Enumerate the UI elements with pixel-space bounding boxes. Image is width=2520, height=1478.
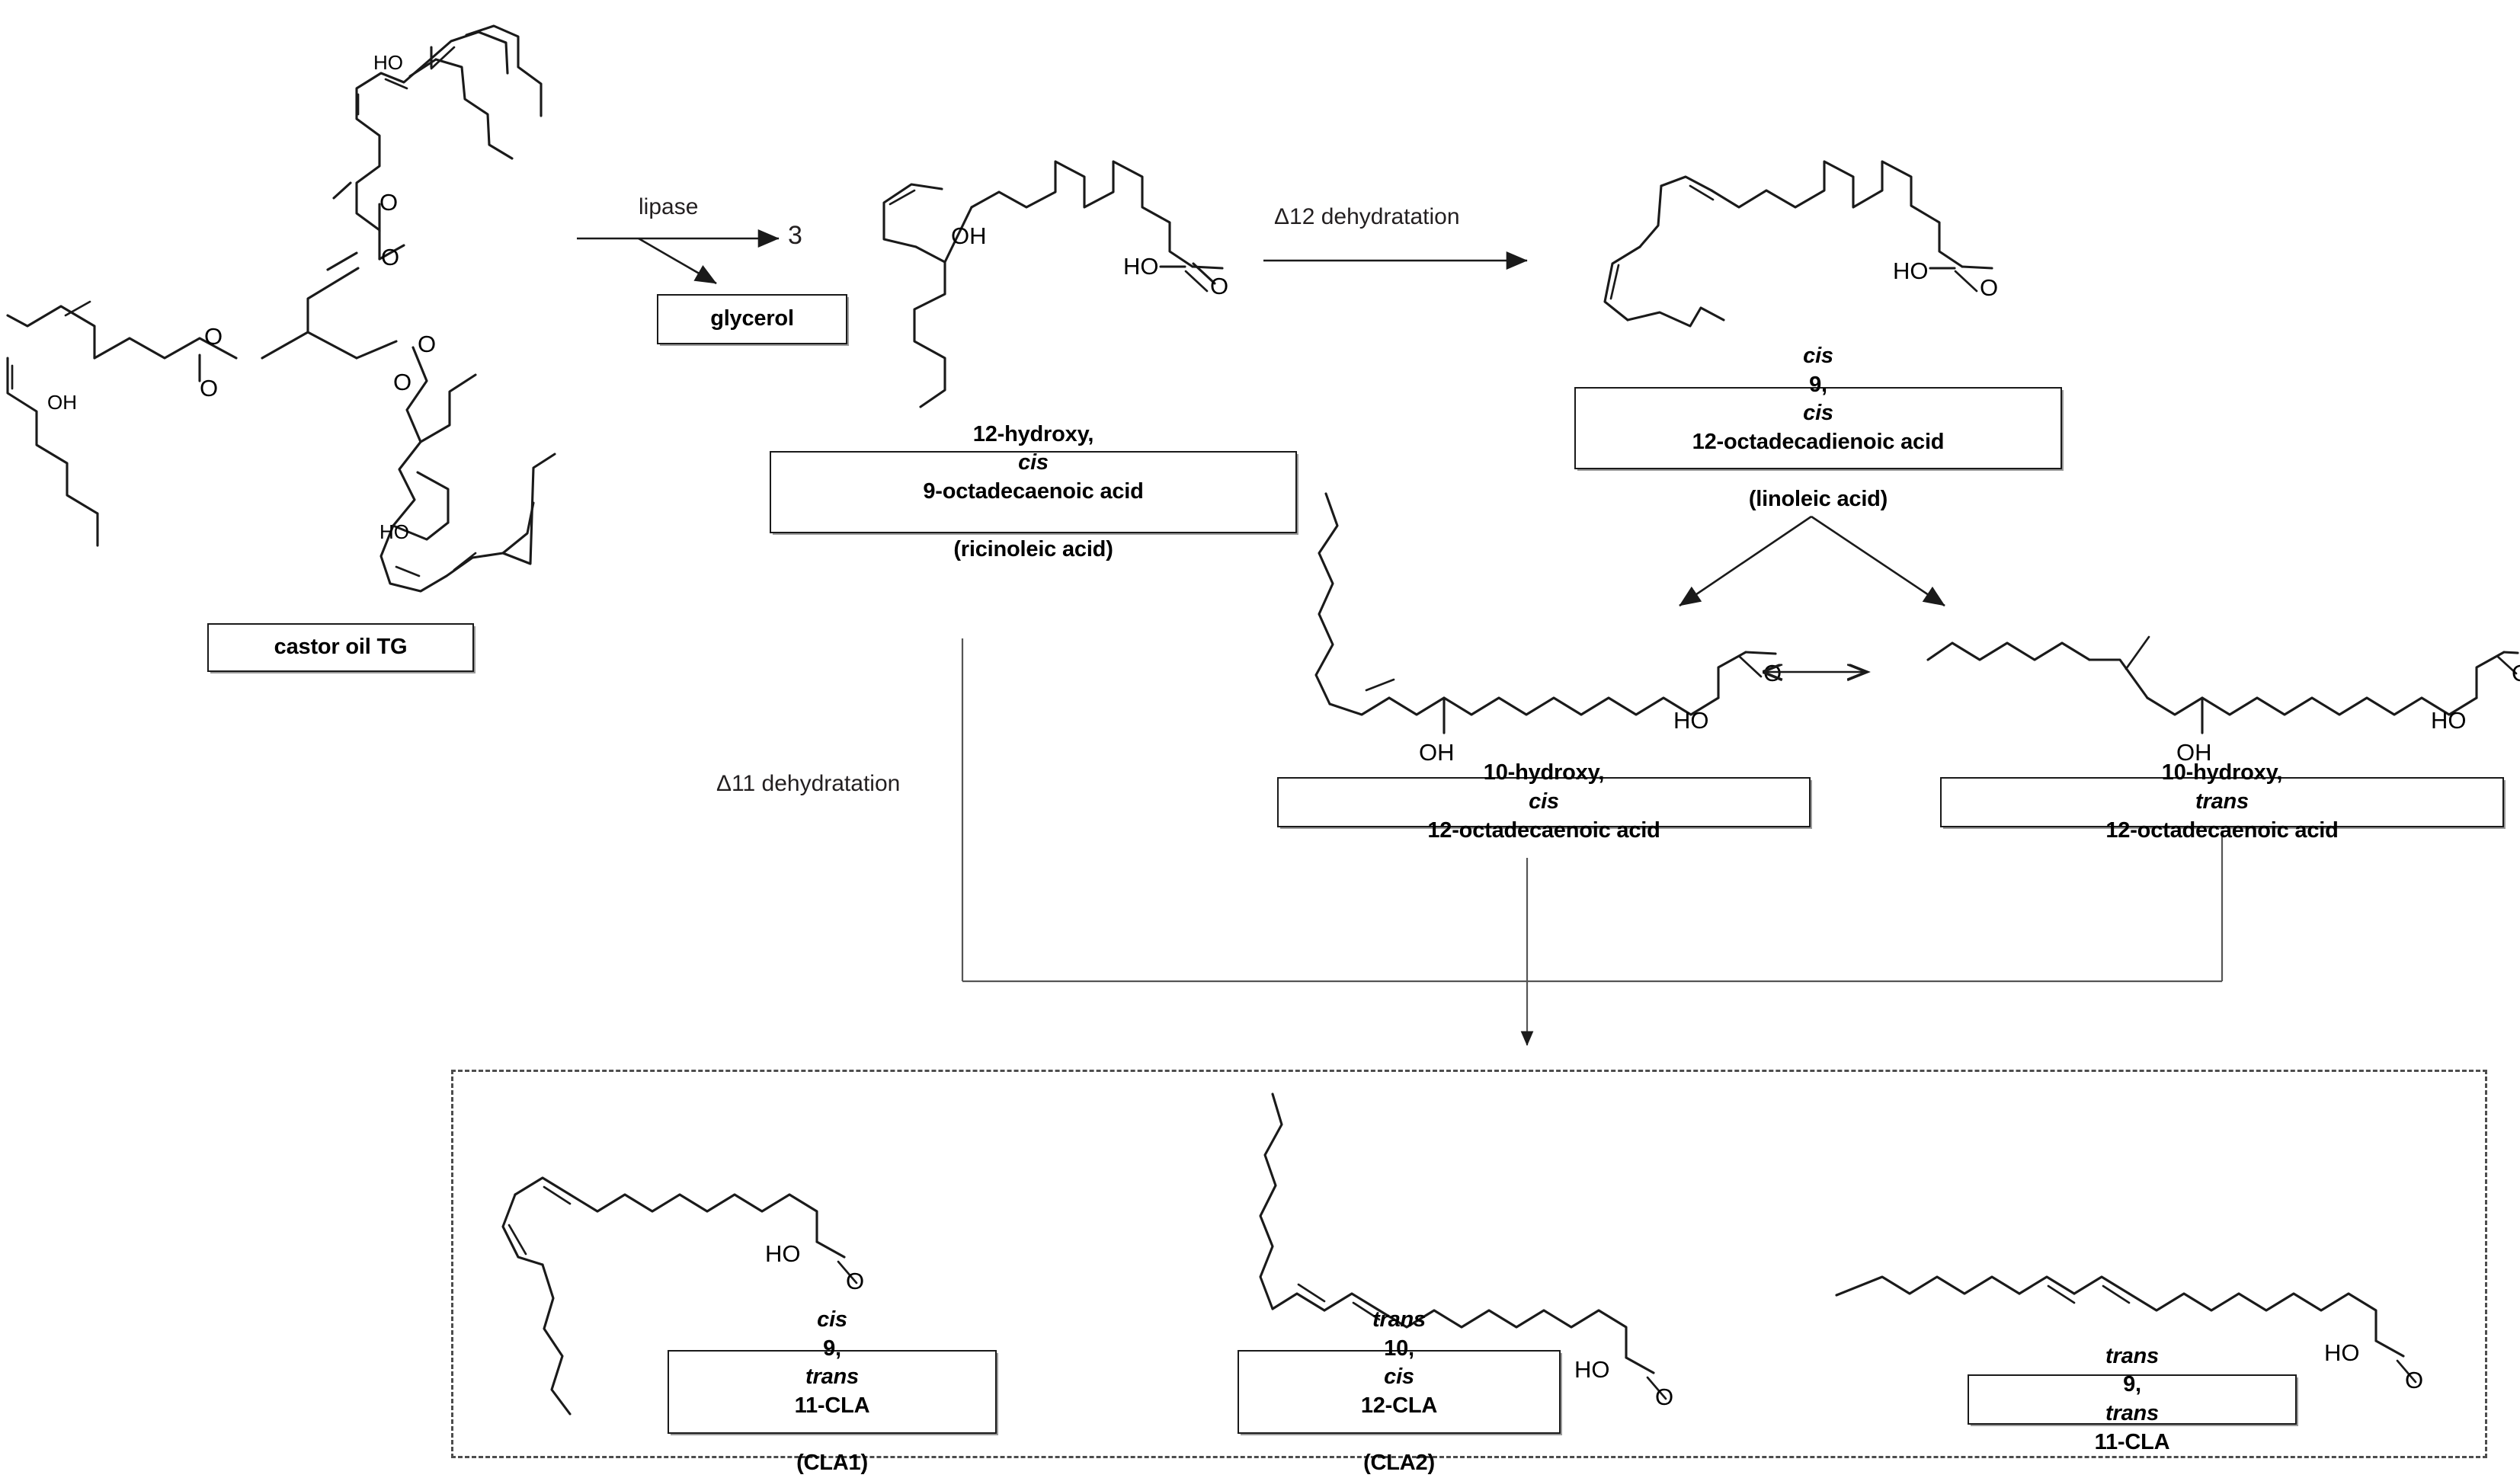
- molecule-linoleic-acid: HO O: [1603, 160, 1998, 328]
- box-linoleic-acid: cis 9, cis 12-octadecadienoic acid (lino…: [1574, 344, 2062, 511]
- cla-products-dashed-region: [451, 1070, 2487, 1458]
- ricinoleic-line2: (ricinoleic acid): [953, 536, 1113, 561]
- cla2-b: 12-CLA: [1360, 1393, 1438, 1418]
- ricinoleic-line1-b: 9-octadecaenoic acid: [923, 479, 1144, 504]
- cla2-italic1: trans: [1372, 1307, 1426, 1332]
- hydroxyl-label-10-trans: OH: [2176, 739, 2212, 766]
- ester-oxygen-3: O: [418, 331, 436, 357]
- carboxyl-ho-cla2: HO: [1574, 1356, 1610, 1383]
- linoleic-line2: (linoleic acid): [1748, 487, 1888, 512]
- linoleic-line1-a: 9,: [1809, 372, 1827, 397]
- carboxyl-o-ricinoleic: O: [1210, 273, 1228, 299]
- hydroxy-trans-italic: trans: [2195, 789, 2249, 814]
- box-ricinoleic-acid: 12-hydroxy, cis 9-octadecaenoic acid (ri…: [770, 422, 1297, 561]
- carboxyl-ho-10-trans: HO: [2431, 707, 2467, 734]
- hydroxy-cis-italic: cis: [1529, 789, 1559, 814]
- box-cla2: trans 10, cis 12-CLA (CLA2): [1238, 1307, 1561, 1475]
- cla1-b: 11-CLA: [794, 1393, 870, 1418]
- carboxyl-ho-10-cis: HO: [1673, 707, 1709, 734]
- linoleic-line1-italic2: cis: [1803, 401, 1833, 426]
- cla3-a: 9,: [2123, 1372, 2141, 1397]
- carboxyl-o-10-trans: O: [2512, 660, 2520, 686]
- cla1-italic2: trans: [805, 1364, 859, 1390]
- carboxyl-o-cla2: O: [1655, 1384, 1673, 1410]
- molecule-10-hydroxy-trans-12: OH HO O: [1926, 635, 2520, 766]
- box-cla3: trans 9, trans 11-CLA: [1968, 1344, 2297, 1454]
- cla2-a: 10,: [1384, 1336, 1414, 1361]
- hydroxyl-label-arm2: OH: [47, 391, 77, 414]
- cla1-label: cis 9, trans 11-CLA (CLA1): [680, 1306, 985, 1478]
- label-stoichiometry-3: 3: [788, 221, 802, 250]
- ricinoleic-line1-italic: cis: [1018, 450, 1049, 475]
- hydroxy-cis-a: 10-hydroxy,: [1483, 760, 1605, 785]
- molecule-cla3: HO O: [1835, 1275, 2423, 1393]
- carboxyl-ho-linoleic: HO: [1893, 258, 1929, 284]
- glycerol-label: glycerol: [710, 306, 794, 331]
- carboxyl-o-10-cis: O: [1763, 660, 1782, 686]
- cla1-italic1: cis: [817, 1307, 847, 1332]
- label-delta12-dehydratation: Δ12 dehydratation: [1274, 204, 1460, 229]
- molecule-castor-oil-tg: HO O O O O O O: [6, 30, 514, 541]
- linoleic-line1-b: 12-octadecadienoic acid: [1692, 430, 1945, 454]
- cla3-italic1: trans: [2105, 1343, 2159, 1368]
- box-castor-oil-tg: castor oil TG: [207, 623, 474, 672]
- hydroxy-cis-label: 10-hydroxy, cis 12-octadecaenoic acid: [1289, 759, 1798, 845]
- carbonyl-oxygen-3: O: [393, 369, 411, 395]
- arrows-branch-from-linoleic: [1679, 515, 1945, 607]
- cla1-line2: (CLA1): [796, 1451, 868, 1476]
- cla3-italic2: trans: [2105, 1401, 2159, 1425]
- carboxyl-ho-ricinoleic: HO: [1123, 253, 1159, 280]
- molecule-castor-oil-detail: OH HO: [6, 24, 556, 593]
- hydroxy-trans-b: 12-octadecaenoic acid: [2105, 817, 2339, 843]
- hydroxy-trans-label: 10-hydroxy, trans 12-octadecaenoic acid: [1952, 759, 2492, 845]
- box-10-hydroxy-cis-12: 10-hydroxy, cis 12-octadecaenoic acid: [1277, 760, 1811, 843]
- box-cla1: cis 9, trans 11-CLA (CLA1): [668, 1307, 997, 1475]
- label-lipase: lipase: [639, 194, 699, 219]
- molecule-cla2: HO O: [1259, 1093, 1673, 1410]
- carboxyl-ho-cla1: HO: [765, 1240, 801, 1267]
- molecule-10-hydroxy-cis-12: OH HO O: [1314, 492, 1782, 766]
- ester-oxygen-1: O: [381, 244, 399, 270]
- hydroxyl-label-10-cis: OH: [1419, 739, 1455, 766]
- ricinoleic-acid-label: 12-hydroxy, cis 9-octadecaenoic acid (ri…: [782, 421, 1285, 564]
- carbonyl-oxygen-1: O: [379, 189, 398, 216]
- carboxyl-ho-cla3: HO: [2324, 1339, 2360, 1366]
- cla2-line2: (CLA2): [1363, 1451, 1435, 1476]
- arrow-lipase: [577, 229, 780, 285]
- carboxyl-o-linoleic: O: [1980, 274, 1998, 301]
- cla3-b: 11-CLA: [2094, 1429, 2170, 1454]
- cla1-a: 9,: [823, 1336, 841, 1361]
- carbonyl-oxygen-2: O: [200, 375, 218, 401]
- molecule-cla1: HO O: [501, 1176, 864, 1416]
- hydroxyl-label-ricinoleic: OH: [951, 222, 987, 249]
- carboxyl-o-cla3: O: [2405, 1367, 2423, 1393]
- carboxyl-o-cla1: O: [846, 1268, 864, 1294]
- hydroxyl-label: HO: [373, 51, 403, 74]
- cla2-italic2: cis: [1384, 1364, 1414, 1390]
- box-10-hydroxy-trans-12: 10-hydroxy, trans 12-octadecaenoic acid: [1940, 760, 2504, 843]
- linoleic-acid-label: cis 9, cis 12-octadecadienoic acid (lino…: [1587, 342, 2050, 514]
- hydroxy-trans-a: 10-hydroxy,: [2161, 760, 2283, 785]
- cla2-label: trans 10, cis 12-CLA (CLA2): [1250, 1306, 1548, 1478]
- ricinoleic-line1-a: 12-hydroxy,: [972, 421, 1094, 446]
- cla3-label: trans 9, trans 11-CLA: [1980, 1342, 2285, 1457]
- molecule-ricinoleic-acid: OH HO O: [882, 160, 1228, 408]
- hydroxyl-label-arm3: HO: [379, 520, 409, 543]
- box-glycerol: glycerol: [657, 294, 847, 344]
- linoleic-line1-italic1: cis: [1803, 343, 1833, 368]
- castor-oil-tg-label: castor oil TG: [274, 635, 408, 660]
- arrow-convergence: [961, 638, 2224, 1046]
- ester-oxygen-2: O: [204, 323, 223, 350]
- hydroxy-cis-b: 12-octadecaenoic acid: [1427, 817, 1660, 843]
- label-delta11-dehydratation: Δ11 dehydratation: [716, 771, 901, 796]
